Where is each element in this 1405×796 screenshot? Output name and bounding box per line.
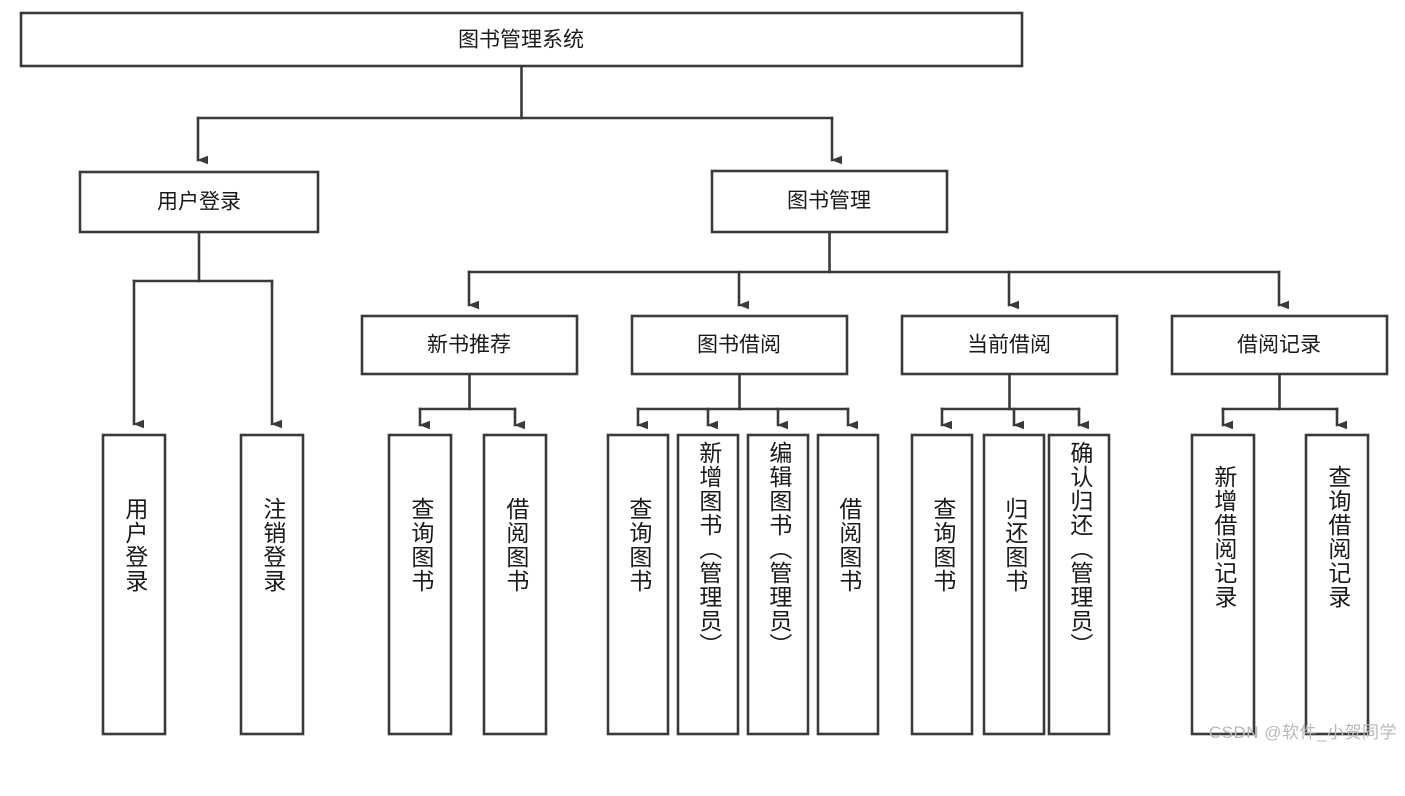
node-current-borrow-label: 当前借阅 [967, 334, 1051, 357]
watermark: CSDN @软件_小贺同学 [1208, 723, 1397, 742]
node-user-login[interactable]: 用户登录 [78, 170, 320, 234]
node-user-login-label: 用户登录 [157, 191, 241, 214]
node-book-management-label: 图书管理 [787, 190, 871, 213]
connector-record-to-leaves [1221, 372, 1347, 430]
node-new-book-recommend-label: 新书推荐 [427, 334, 511, 357]
leaf-rect[interactable] [1190, 433, 1256, 736]
leaf-rects [101, 433, 1370, 736]
connector-root-to-level2 [196, 64, 842, 165]
leaf-rect[interactable] [982, 433, 1046, 736]
node-book-borrow[interactable]: 图书借阅 [630, 314, 849, 376]
connector-current-to-leaves [940, 372, 1089, 430]
connector-userlogin-to-leaves [132, 230, 282, 429]
leaf-rect[interactable] [1304, 433, 1370, 736]
connector-borrow-to-leaves [636, 372, 858, 430]
leaf-rect[interactable] [910, 433, 974, 736]
node-borrow-record-label: 借阅记录 [1237, 334, 1321, 357]
leaf-rect[interactable] [482, 433, 548, 736]
org-tree-diagram: 图书管理系统 用户登录 图书管理 新书推荐 图书借阅 当前借阅 借阅记录 [19, 11, 1397, 742]
leaf-rect[interactable] [606, 433, 670, 736]
node-root-label: 图书管理系统 [458, 29, 584, 52]
leaf-rect[interactable] [1047, 433, 1111, 736]
tree-svg: 图书管理系统 用户登录 图书管理 新书推荐 图书借阅 当前借阅 借阅记录 [19, 11, 1389, 736]
leaf-rect[interactable] [101, 433, 167, 736]
node-book-management[interactable]: 图书管理 [710, 169, 949, 234]
leaf-rect[interactable] [746, 433, 810, 736]
node-new-book-recommend[interactable]: 新书推荐 [360, 314, 579, 376]
leaf-rect[interactable] [676, 433, 740, 736]
leaf-rect[interactable] [239, 433, 305, 736]
node-book-borrow-label: 图书借阅 [697, 334, 781, 357]
node-borrow-record[interactable]: 借阅记录 [1170, 314, 1389, 376]
connector-bookmgmt-to-level3 [467, 230, 1289, 310]
node-root[interactable]: 图书管理系统 [19, 11, 1024, 68]
leaf-rect[interactable] [387, 433, 453, 736]
node-current-borrow[interactable]: 当前借阅 [900, 314, 1119, 376]
leaf-rect[interactable] [816, 433, 880, 736]
connector-newrec-to-leaves [418, 372, 525, 430]
